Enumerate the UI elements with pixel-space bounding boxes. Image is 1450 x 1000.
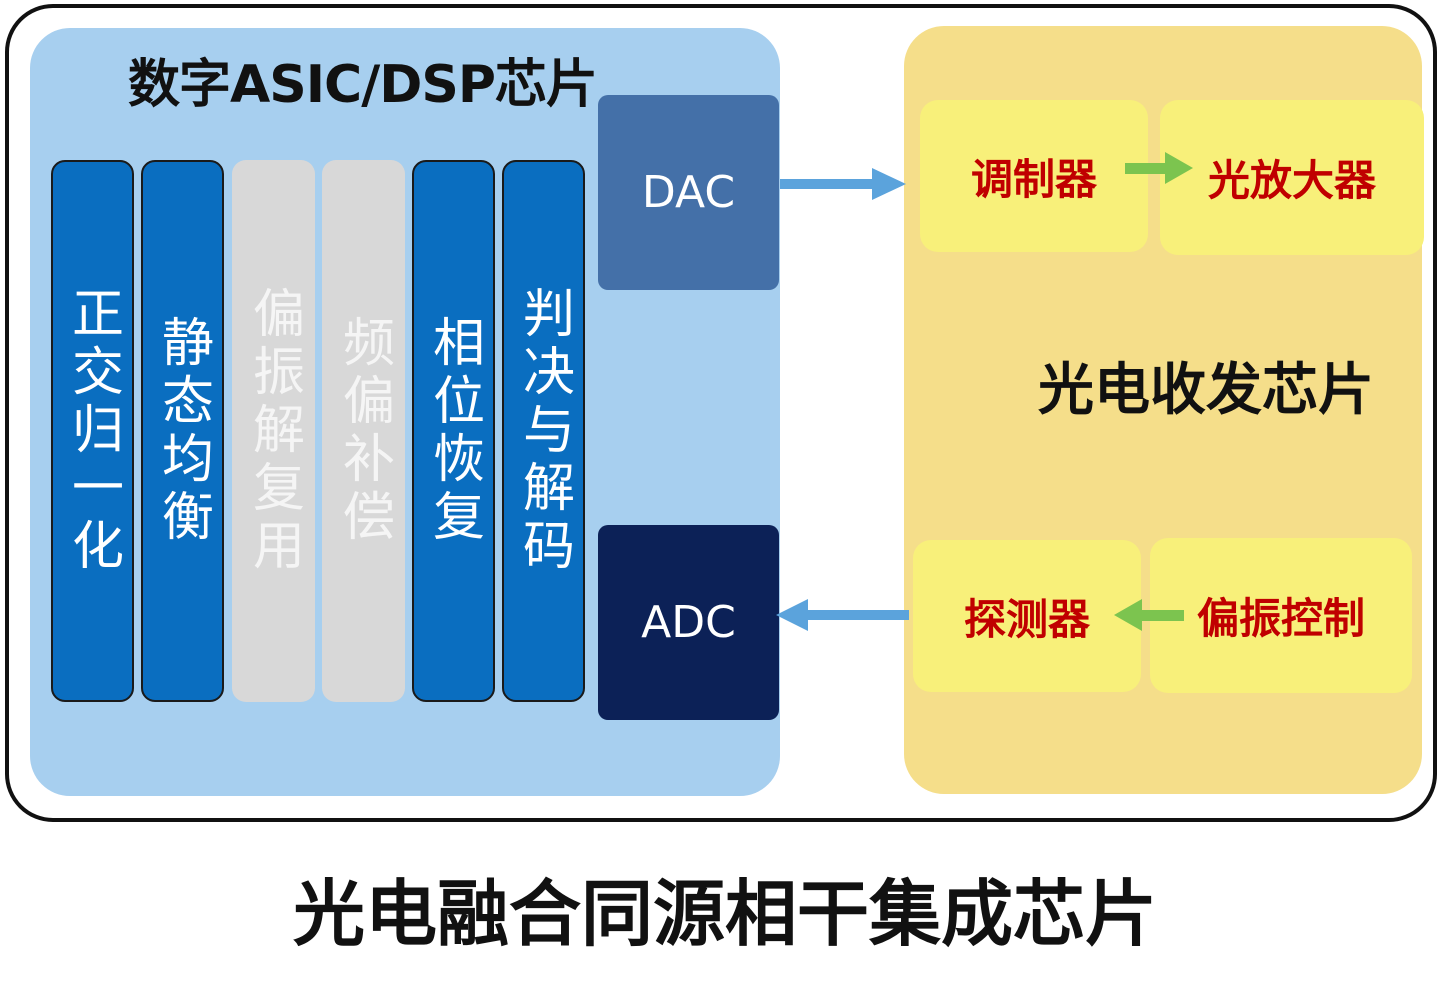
dsp-chip-title: 数字ASIC/DSP芯片 [128, 55, 598, 115]
dsp-block-2: 偏振解复用 [232, 160, 315, 702]
adc-label: ADC [641, 597, 736, 648]
adc-block: ADC [598, 525, 779, 720]
dsp-block-label: 偏振解复用 [243, 286, 304, 576]
modulator-to-amplifier-arrow [1125, 152, 1193, 184]
dsp-block-label: 判决与解码 [513, 286, 574, 576]
polarization-control-box: 偏振控制 [1150, 538, 1412, 693]
dsp-block-label: 相位恢复 [423, 315, 484, 547]
modulator-label: 调制器 [970, 154, 1097, 204]
dsp-block-label: 频偏补偿 [333, 315, 394, 547]
dsp-block-0: 正交归一化 [51, 160, 134, 702]
dsp-block-3: 频偏补偿 [322, 160, 405, 702]
detector-to-adc-arrow [776, 599, 909, 631]
dac-label: DAC [641, 167, 736, 218]
modulator-box: 调制器 [920, 100, 1148, 252]
detector-label: 探测器 [963, 594, 1090, 644]
polcontrol-to-detector-arrow [1114, 599, 1184, 631]
dac-to-modulator-arrow [780, 168, 906, 200]
diagram-caption: 光电融合同源相干集成芯片 [292, 872, 1157, 956]
dsp-block-5: 判决与解码 [502, 160, 585, 702]
dsp-block-label: 静态均衡 [152, 315, 213, 547]
dsp-block-4: 相位恢复 [412, 160, 495, 702]
polarization-control-label: 偏振控制 [1196, 594, 1365, 643]
detector-box: 探测器 [913, 540, 1141, 692]
dac-block: DAC [598, 95, 779, 290]
optical-chip-title: 光电收发芯片 [1038, 358, 1374, 423]
dsp-block-1: 静态均衡 [141, 160, 224, 702]
amplifier-label: 光放大器 [1207, 156, 1376, 205]
amplifier-box: 光放大器 [1160, 100, 1424, 255]
dsp-block-label: 正交归一化 [62, 286, 123, 576]
